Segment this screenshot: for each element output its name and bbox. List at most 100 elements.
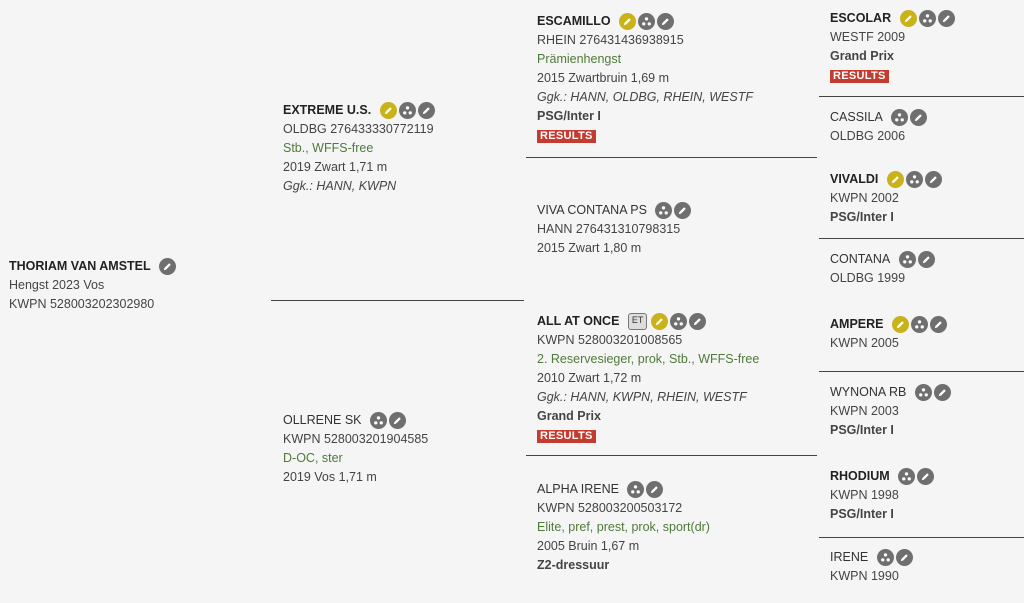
sire-dam-registration: HANN 276431310798315 bbox=[537, 222, 681, 237]
pedigree-tree-icon[interactable] bbox=[876, 549, 894, 567]
sire-dam-name[interactable]: VIVA CONTANA PS bbox=[537, 203, 647, 218]
sire-dam-info: 2015 Zwart 1,80 m bbox=[537, 241, 642, 256]
dsd-sport: PSG/Inter I bbox=[830, 423, 894, 438]
dam-predicates: D-OC, ster bbox=[283, 451, 343, 466]
dds-card: RHODIUM KWPN 1998 PSG/Inter I bbox=[830, 467, 935, 524]
ssd-name[interactable]: CASSILA bbox=[830, 110, 883, 125]
sire-sire-info: 2015 Zwartbruin 1,69 m bbox=[537, 71, 670, 86]
sire-name[interactable]: EXTREME U.S. bbox=[283, 103, 372, 118]
sss-info: WESTF 2009 bbox=[830, 30, 906, 45]
edit-icon[interactable] bbox=[929, 316, 947, 334]
sss-sport: Grand Prix bbox=[830, 49, 894, 64]
sire-registration: OLDBG 276433330772119 bbox=[283, 122, 434, 137]
dam-sire-name[interactable]: ALL AT ONCE bbox=[537, 314, 620, 329]
pencil-icon[interactable] bbox=[651, 313, 669, 331]
divider-ss-sd bbox=[526, 157, 817, 158]
sdd-info: OLDBG 1999 bbox=[830, 271, 906, 286]
sds-sport: PSG/Inter I bbox=[830, 210, 894, 225]
sire-sire-sport: PSG/Inter I bbox=[537, 109, 601, 124]
pedigree-tree-icon[interactable] bbox=[627, 481, 645, 499]
edit-icon[interactable] bbox=[689, 313, 707, 331]
horse-registration: KWPN 528003202302980 bbox=[9, 297, 155, 312]
edit-icon[interactable] bbox=[937, 10, 955, 28]
dds-name[interactable]: RHODIUM bbox=[830, 469, 890, 484]
pedigree-tree-icon[interactable] bbox=[670, 313, 688, 331]
dam-sire-info: 2010 Zwart 1,72 m bbox=[537, 371, 642, 386]
sire-sire-card: ESCAMILLO RHEIN 276431436938915 Prämienh… bbox=[537, 12, 753, 145]
dss-card: AMPERE KWPN 2005 bbox=[830, 315, 947, 353]
results-button[interactable]: RESULTS bbox=[537, 130, 596, 144]
dam-dam-name[interactable]: ALPHA IRENE bbox=[537, 482, 619, 497]
edit-icon[interactable] bbox=[933, 384, 951, 402]
divider-sire-dam bbox=[271, 300, 524, 301]
dam-dam-card: ALPHA IRENE KWPN 528003200503172 Elite, … bbox=[537, 480, 710, 575]
pencil-icon[interactable] bbox=[899, 10, 917, 28]
dsd-card: WYNONA RB KWPN 2003 PSG/Inter I bbox=[830, 383, 951, 440]
divider-dss-dsd bbox=[819, 371, 1024, 372]
ddd-name[interactable]: IRENE bbox=[830, 550, 869, 565]
pencil-icon[interactable] bbox=[619, 13, 637, 31]
et-badge: ET bbox=[627, 313, 648, 331]
edit-icon[interactable] bbox=[895, 549, 913, 567]
sire-dam-card: VIVA CONTANA PS HANN 276431310798315 201… bbox=[537, 201, 692, 258]
pedigree-tree-icon[interactable] bbox=[910, 316, 928, 334]
sire-sire-registration: RHEIN 276431436938915 bbox=[537, 33, 684, 48]
divider-ds-dd bbox=[526, 455, 817, 456]
pedigree-tree-icon[interactable] bbox=[914, 384, 932, 402]
dam-name[interactable]: OLLRENE SK bbox=[283, 413, 362, 428]
dam-registration: KWPN 528003201904585 bbox=[283, 432, 429, 447]
edit-icon[interactable] bbox=[417, 102, 435, 120]
dam-sire-card: ALL AT ONCE ET KWPN 528003201008565 2. R… bbox=[537, 312, 759, 445]
sss-card: ESCOLAR WESTF 2009 Grand Prix RESULTS bbox=[830, 9, 955, 85]
sdd-card: CONTANA OLDBG 1999 bbox=[830, 250, 935, 288]
results-button[interactable]: RESULTS bbox=[537, 430, 596, 444]
edit-icon[interactable] bbox=[674, 202, 692, 220]
sire-sire-predicates: Prämienhengst bbox=[537, 52, 622, 67]
sds-card: VIVALDI KWPN 2002 PSG/Inter I bbox=[830, 170, 942, 227]
dam-dam-info: 2005 Bruin 1,67 m bbox=[537, 539, 640, 554]
sire-sire-approvals: Ggk.: HANN, OLDBG, RHEIN, WESTF bbox=[537, 90, 753, 105]
pedigree-tree-icon[interactable] bbox=[370, 412, 387, 430]
dsd-name[interactable]: WYNONA RB bbox=[830, 385, 907, 400]
pencil-icon[interactable] bbox=[886, 171, 904, 189]
edit-icon[interactable] bbox=[924, 171, 942, 189]
pedigree-tree-icon[interactable] bbox=[918, 10, 936, 28]
dss-name[interactable]: AMPERE bbox=[830, 317, 884, 332]
edit-icon[interactable] bbox=[917, 251, 935, 269]
divider-sds-sdd bbox=[819, 238, 1024, 239]
edit-icon[interactable] bbox=[646, 481, 664, 499]
ddd-info: KWPN 1990 bbox=[830, 569, 899, 584]
horse-card: THORIAM VAN AMSTEL Hengst 2023 Vos KWPN … bbox=[9, 257, 177, 314]
sire-predicates: Stb., WFFS-free bbox=[283, 141, 374, 156]
sds-name[interactable]: VIVALDI bbox=[830, 172, 879, 187]
horse-name[interactable]: THORIAM VAN AMSTEL bbox=[9, 259, 151, 274]
sss-name[interactable]: ESCOLAR bbox=[830, 11, 892, 26]
pedigree-tree-icon[interactable] bbox=[891, 109, 909, 127]
dam-sire-registration: KWPN 528003201008565 bbox=[537, 333, 683, 348]
sire-info: 2019 Zwart 1,71 m bbox=[283, 160, 388, 175]
pedigree-tree-icon[interactable] bbox=[655, 202, 673, 220]
edit-icon[interactable] bbox=[159, 258, 177, 276]
dsd-info: KWPN 2003 bbox=[830, 404, 899, 419]
pedigree-tree-icon[interactable] bbox=[398, 102, 416, 120]
pedigree-tree-icon[interactable] bbox=[905, 171, 923, 189]
pencil-icon[interactable] bbox=[891, 316, 909, 334]
edit-icon[interactable] bbox=[910, 109, 928, 127]
dds-info: KWPN 1998 bbox=[830, 488, 899, 503]
horse-sex-year-color: Hengst 2023 Vos bbox=[9, 278, 105, 293]
sire-sire-name[interactable]: ESCAMILLO bbox=[537, 14, 611, 29]
edit-icon[interactable] bbox=[917, 468, 935, 486]
ssd-info: OLDBG 2006 bbox=[830, 129, 906, 144]
pencil-icon[interactable] bbox=[379, 102, 397, 120]
dam-dam-registration: KWPN 528003200503172 bbox=[537, 501, 683, 516]
ssd-card: CASSILA OLDBG 2006 bbox=[830, 108, 928, 146]
pedigree-tree-icon[interactable] bbox=[898, 251, 916, 269]
pedigree-tree-icon[interactable] bbox=[638, 13, 656, 31]
pedigree-tree-icon[interactable] bbox=[898, 468, 916, 486]
dam-dam-predicates: Elite, pref, prest, prok, sport(dr) bbox=[537, 520, 710, 535]
edit-icon[interactable] bbox=[657, 13, 675, 31]
dam-card: OLLRENE SK KWPN 528003201904585 D-OC, st… bbox=[283, 411, 428, 487]
edit-icon[interactable] bbox=[389, 412, 406, 430]
results-button[interactable]: RESULTS bbox=[830, 70, 889, 84]
sdd-name[interactable]: CONTANA bbox=[830, 252, 891, 267]
